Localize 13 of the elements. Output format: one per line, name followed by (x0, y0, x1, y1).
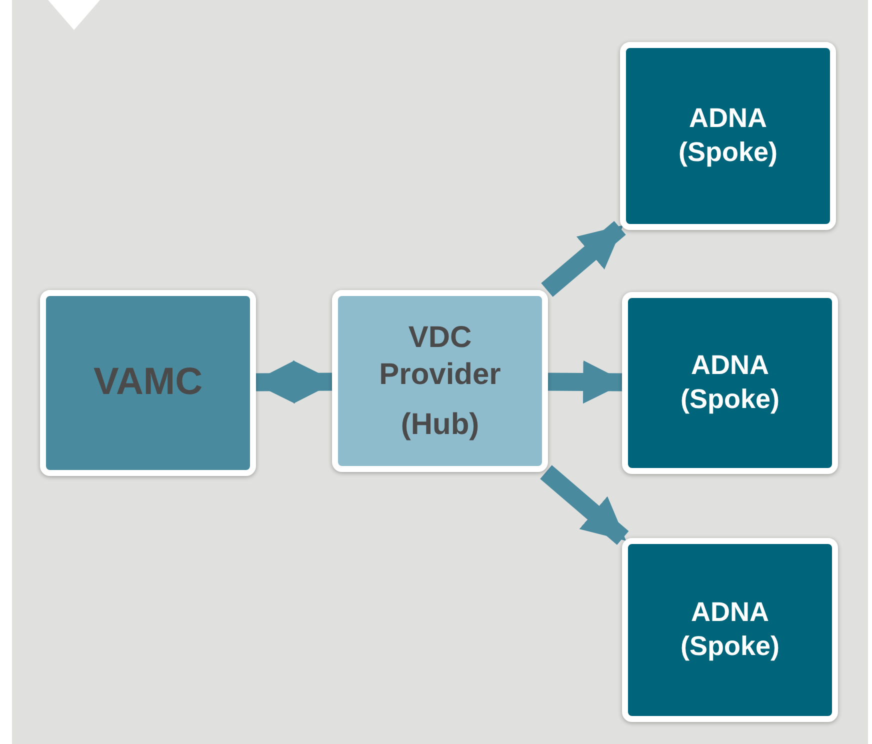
box-label: (Hub) (400, 406, 480, 443)
box-label: VDC Provider (378, 320, 502, 394)
box-label: ADNA (Spoke) (679, 349, 780, 416)
box-label: VAMC (93, 360, 203, 406)
box-label: ADNA (Spoke) (677, 102, 778, 169)
spoke-box (622, 538, 838, 722)
spoke-box (620, 42, 836, 230)
spoke-box (622, 292, 838, 474)
block-arrow (540, 465, 629, 545)
box-label: ADNA (Spoke) (679, 596, 780, 663)
source-box (40, 290, 256, 476)
block-arrow (541, 221, 626, 297)
hub-box (332, 290, 548, 472)
